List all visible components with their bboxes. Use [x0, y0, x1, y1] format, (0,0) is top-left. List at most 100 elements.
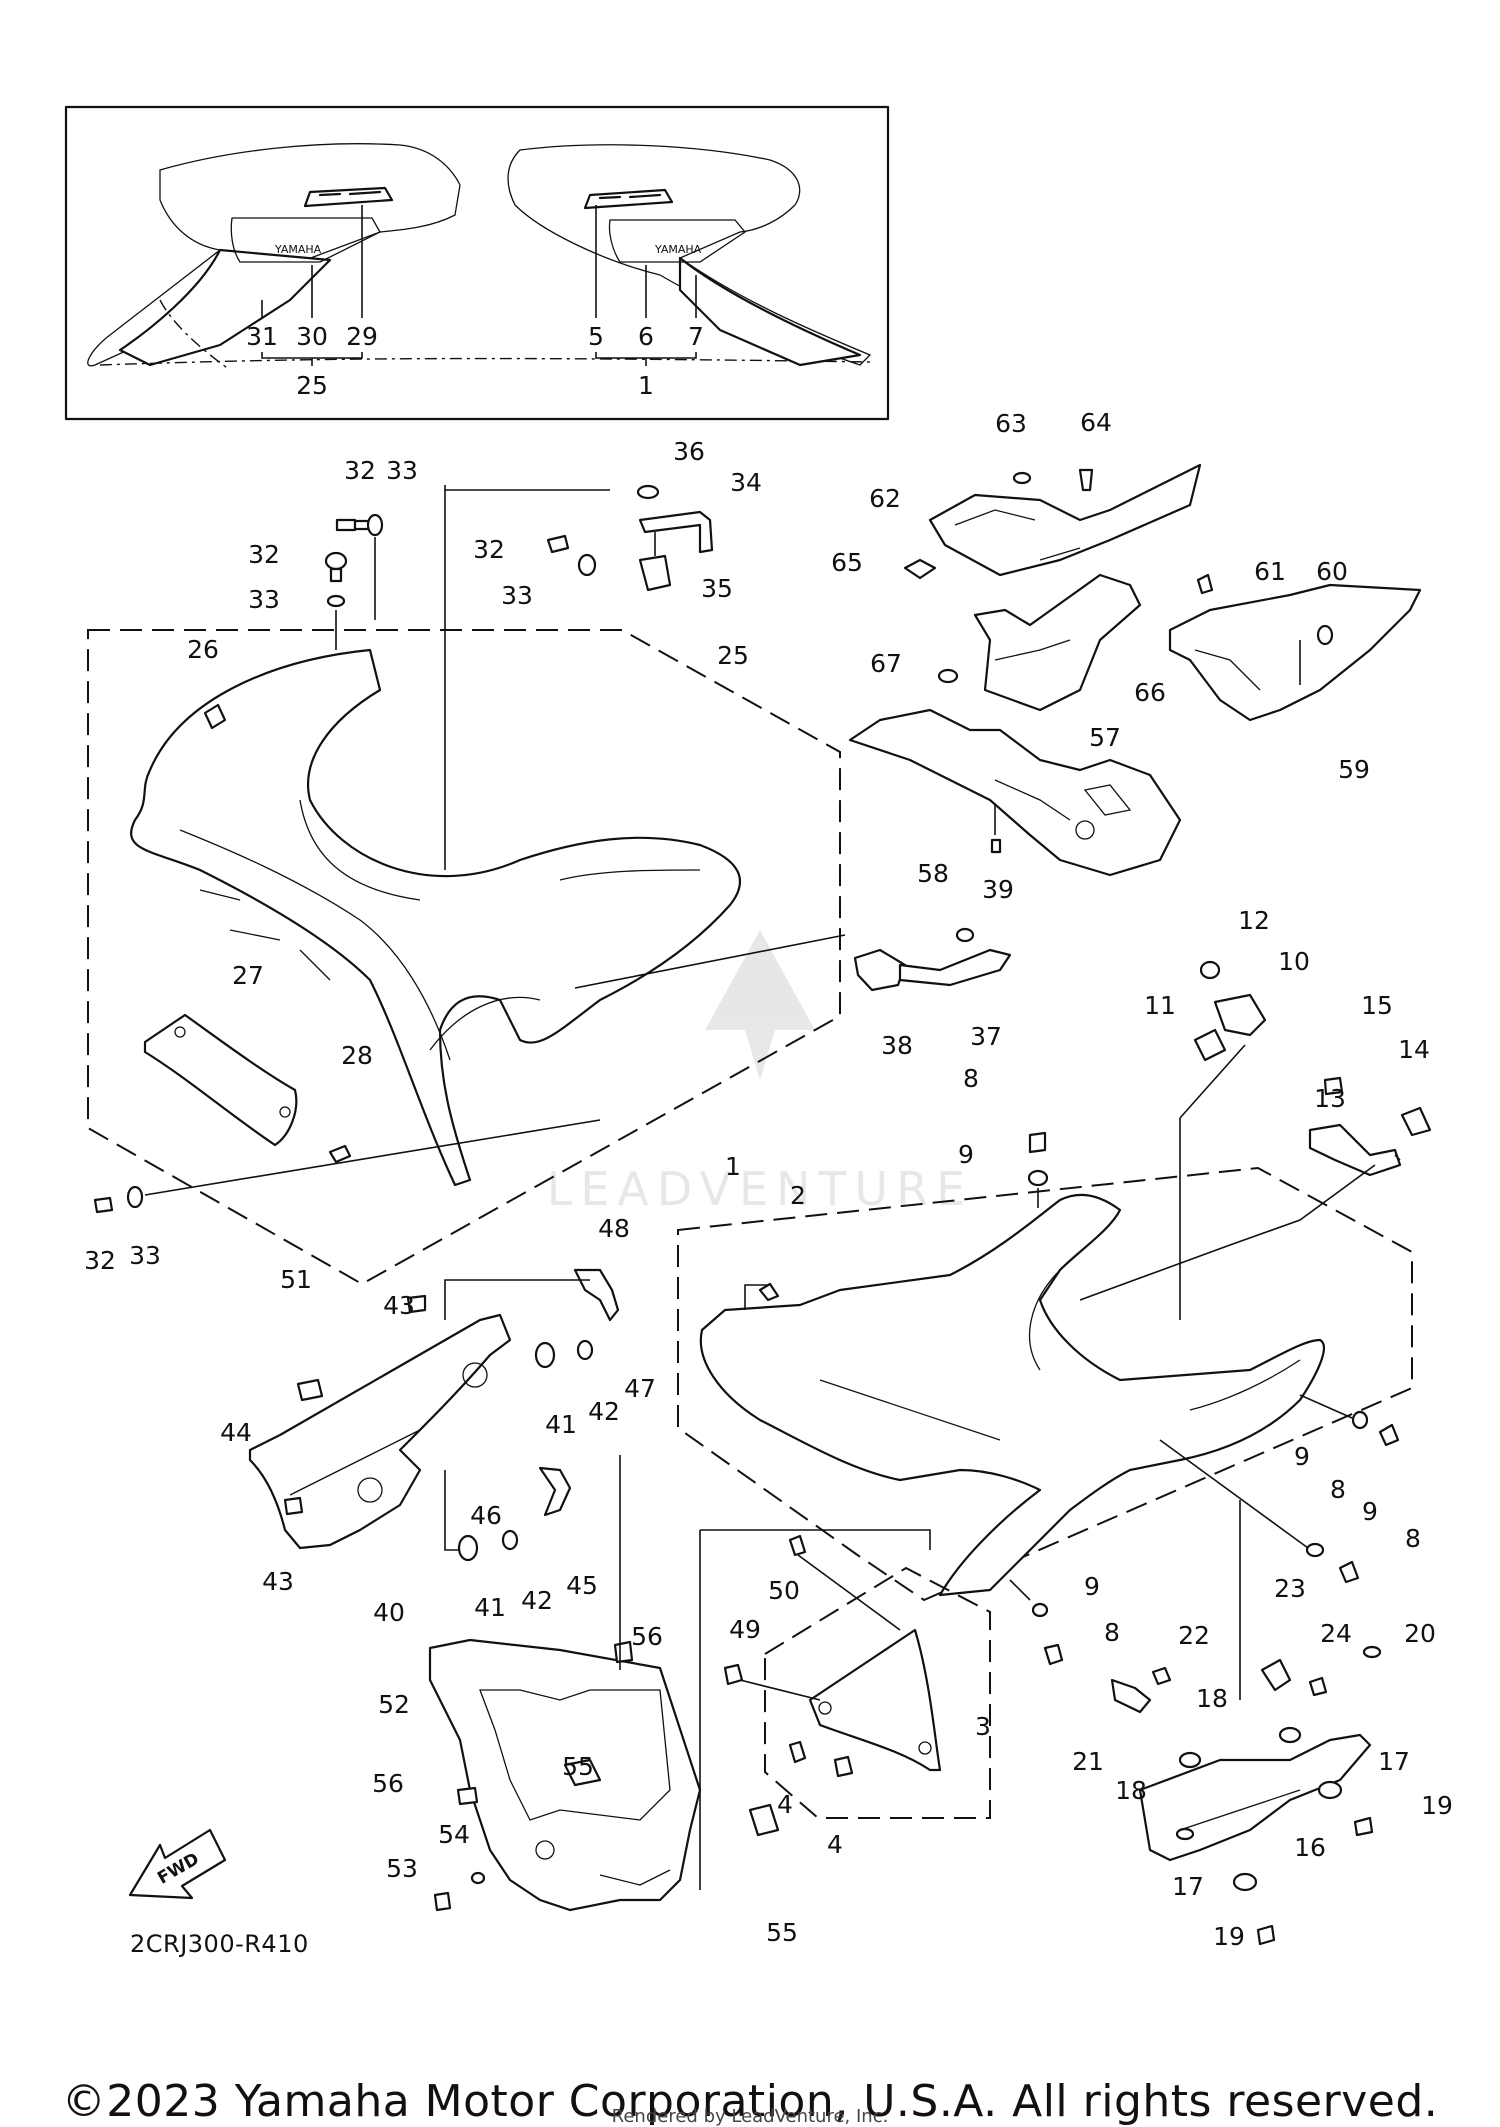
callout-43: 43: [262, 1567, 294, 1596]
callout-22: 22: [1178, 1621, 1210, 1650]
callout-33: 33: [501, 581, 533, 610]
callout-53: 53: [386, 1854, 418, 1883]
air-duct-62: [928, 463, 1202, 577]
right-tank-outline: [507, 144, 872, 366]
inset-right-callouts: 5 6 7 1: [588, 205, 704, 400]
callout-1-inset: 1: [638, 371, 654, 400]
callout-48: 48: [598, 1214, 630, 1243]
callout-62: 62: [869, 484, 901, 513]
callout-61: 61: [1254, 557, 1286, 586]
right-r1-logo: [583, 188, 674, 210]
left-decal-label: YAMAHA: [274, 243, 322, 256]
callout-32: 32: [344, 456, 376, 485]
diagram-code: 2CRJ300-R410: [130, 1930, 309, 1958]
callout-1: 1: [725, 1152, 741, 1181]
forward-arrow: FWD: [128, 1828, 227, 1900]
callout-59: 59: [1338, 755, 1370, 784]
inset-left-callouts: 31 30 29 25: [246, 205, 378, 400]
callout-60: 60: [1316, 557, 1348, 586]
callout-63: 63: [995, 409, 1027, 438]
callout-9: 9: [958, 1140, 974, 1169]
inset-decal-panel: YAMAHA YAMAHA 31 30 29 25 5 6: [64, 105, 890, 421]
callout-8: 8: [1104, 1618, 1120, 1647]
duct-assembly: [848, 463, 1422, 877]
callout-13: 13: [1314, 1084, 1346, 1113]
callout-51: 51: [280, 1265, 312, 1294]
callout-8: 8: [1330, 1475, 1346, 1504]
callout-37: 37: [970, 1022, 1002, 1051]
callout-33: 33: [386, 456, 418, 485]
callout-32: 32: [84, 1246, 116, 1275]
callout-35: 35: [701, 574, 733, 603]
bracket-group-10-15: [1079, 960, 1432, 1320]
callout-3: 3: [975, 1712, 991, 1741]
callout-42: 42: [588, 1397, 620, 1426]
duct-57: [848, 708, 1182, 877]
callout-45: 45: [566, 1571, 598, 1600]
callout-64: 64: [1080, 408, 1112, 437]
callout-28: 28: [341, 1041, 373, 1070]
callout-21: 21: [1072, 1747, 1104, 1776]
right-decal-label: YAMAHA: [654, 243, 702, 256]
lower-bracket-16: [1110, 1645, 1382, 1946]
svg-text:LEADVENTURE: LEADVENTURE: [547, 1162, 974, 1216]
under-cowl-52: [428, 1638, 780, 1912]
callout-36: 36: [673, 437, 705, 466]
leadventure-watermark: LEADVENTURE: [547, 930, 974, 1216]
callout-17: 17: [1172, 1872, 1204, 1901]
inner-panel-27: [143, 1013, 298, 1147]
callout-34: 34: [730, 468, 762, 497]
callout-66: 66: [1134, 678, 1166, 707]
callout-47: 47: [624, 1374, 656, 1403]
callout-4: 4: [827, 1830, 843, 1859]
callout-30: 30: [296, 322, 328, 351]
duct-66: [973, 573, 1142, 712]
callout-26: 26: [187, 635, 219, 664]
callout-40: 40: [373, 1598, 405, 1627]
callout-18: 18: [1115, 1776, 1147, 1805]
callout-52: 52: [378, 1690, 410, 1719]
bracket-34: [636, 484, 714, 592]
callout-41: 41: [545, 1410, 577, 1439]
callout-65: 65: [831, 548, 863, 577]
side-panel-40: [248, 1268, 620, 1562]
left-r1-logo: [303, 186, 394, 208]
callout-32: 32: [248, 540, 280, 569]
callout-9: 9: [1362, 1497, 1378, 1526]
callout-57: 57: [1089, 723, 1121, 752]
callout-20: 20: [1404, 1619, 1436, 1648]
callout-50: 50: [768, 1576, 800, 1605]
left-side-cowling-assembly: [87, 629, 841, 1286]
callout-10: 10: [1278, 947, 1310, 976]
callout-19: 19: [1213, 1922, 1245, 1951]
callout-4: 4: [777, 1790, 793, 1819]
callout-23: 23: [1274, 1574, 1306, 1603]
callout-19: 19: [1421, 1791, 1453, 1820]
callout-2: 2: [790, 1181, 806, 1210]
callout-38: 38: [881, 1031, 913, 1060]
callout-29: 29: [346, 322, 378, 351]
top-left-fasteners: [93, 485, 610, 1214]
right-side-cowling: [699, 1193, 1325, 1597]
copyright-notice: ©2023 Yamaha Motor Corporation, U.S.A. A…: [61, 2076, 1439, 2127]
duct-59: [1168, 583, 1422, 722]
callout-8: 8: [963, 1064, 979, 1093]
callout-14: 14: [1398, 1035, 1430, 1064]
bracket-37: [574, 927, 1012, 992]
callout-16: 16: [1294, 1833, 1326, 1862]
callout-46: 46: [470, 1501, 502, 1530]
callout-32: 32: [473, 535, 505, 564]
callout-56: 56: [372, 1769, 404, 1798]
callout-58: 58: [917, 859, 949, 888]
callout-55: 55: [562, 1752, 594, 1781]
left-side-cowling: [130, 648, 741, 1187]
callout-25: 25: [717, 641, 749, 670]
render-credit: Rendered by LeadVenture, Inc.: [611, 2106, 889, 2127]
lower-panel-3: [619, 1455, 991, 1890]
callout-43: 43: [383, 1291, 415, 1320]
callout-8: 8: [1405, 1524, 1421, 1553]
callout-12: 12: [1238, 906, 1270, 935]
callout-6: 6: [638, 322, 654, 351]
callout-49: 49: [729, 1615, 761, 1644]
